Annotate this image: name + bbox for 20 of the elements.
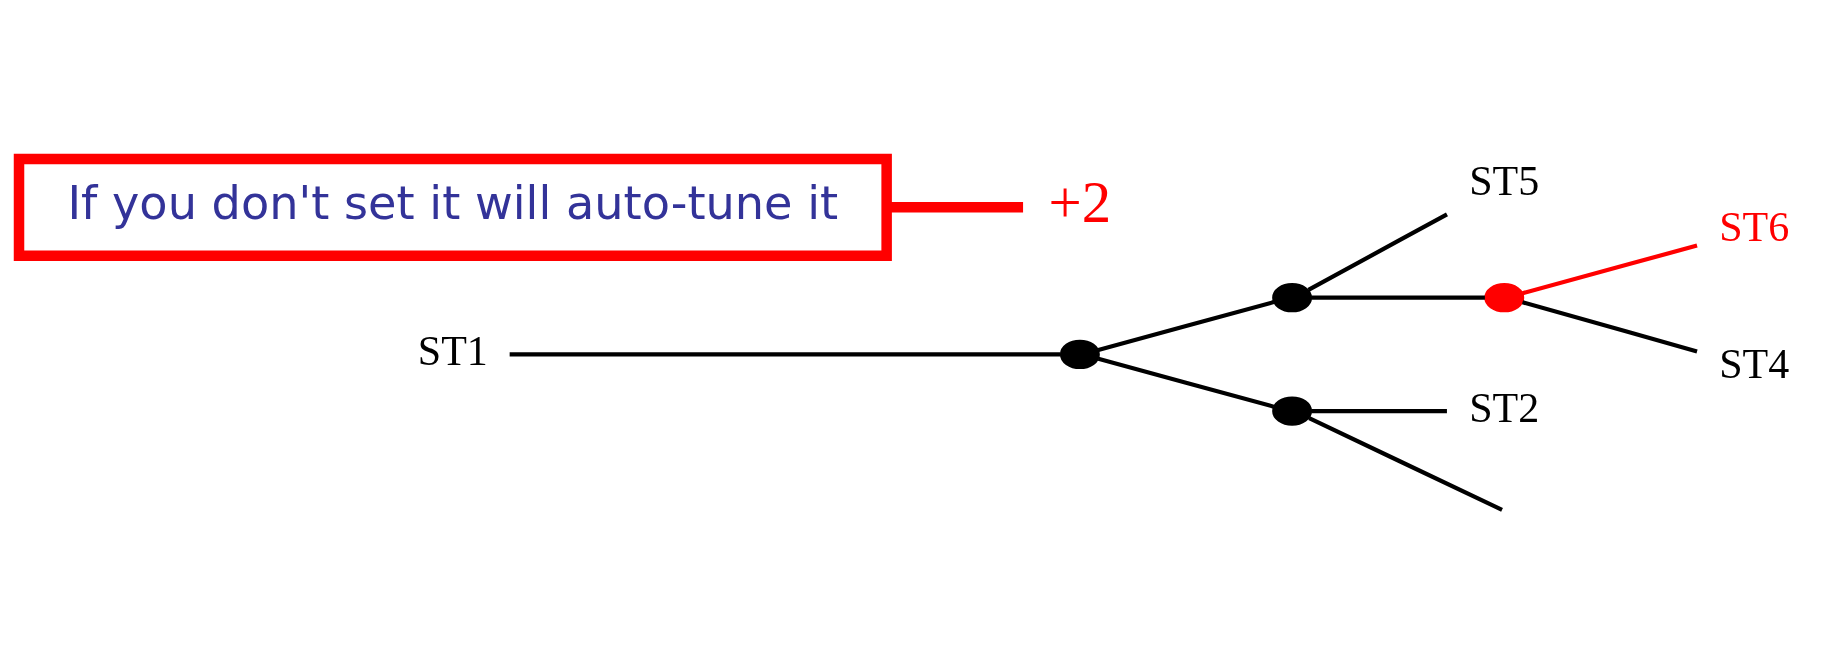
node-text: ST6 [1718,203,1789,250]
connector [1521,299,1698,353]
node-box: If you don't set it will auto-tune it [13,153,892,261]
node-text: +2 [1048,169,1111,235]
connector [1307,415,1503,512]
connector [1521,243,1698,295]
connector [1097,356,1274,409]
connector [1097,299,1274,352]
node-text: ST1 [417,327,488,374]
node-circle [1483,282,1524,312]
node-text: ST4 [1718,339,1789,386]
node-circle [1271,282,1312,312]
node-text: ST5 [1468,157,1539,204]
connector [1310,408,1447,413]
node-circle [1271,395,1312,426]
node-text: ST2 [1468,384,1539,431]
connector [1306,211,1448,292]
connector [1310,295,1485,300]
connector [509,351,1061,356]
node-circle [1059,339,1100,369]
